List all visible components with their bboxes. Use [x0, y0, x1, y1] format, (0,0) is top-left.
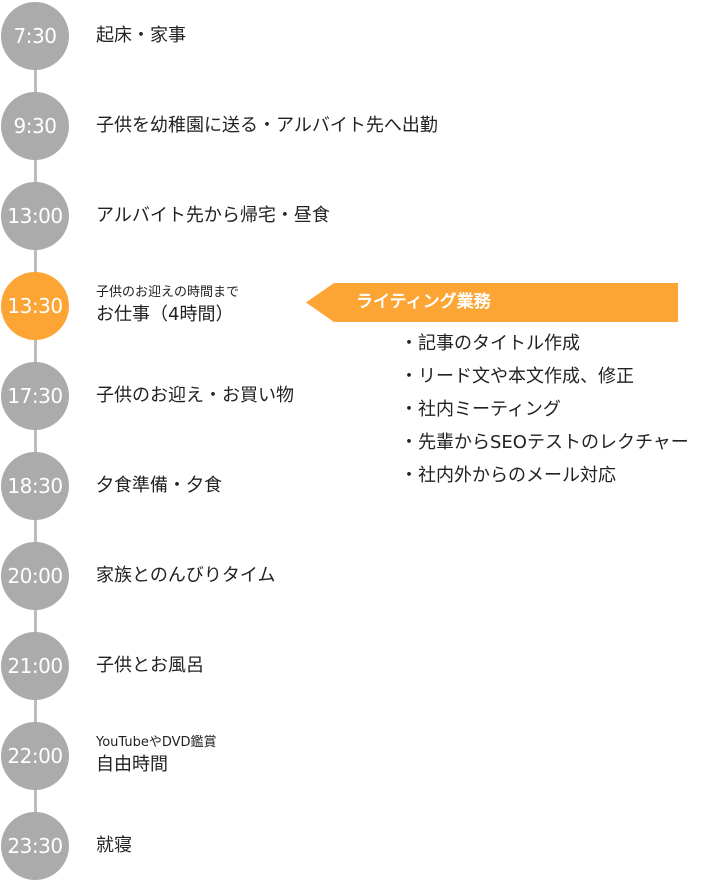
entry-label: お仕事（4時間） [96, 304, 234, 325]
time-circle-active: 13:30 [1, 272, 69, 340]
task-item: ・先輩からSEOテストのレクチャー [400, 432, 689, 453]
schedule-entry: アルバイト先から帰宅・昼食 [96, 205, 330, 227]
entry-label: アルバイト先から帰宅・昼食 [96, 205, 330, 226]
schedule-entry: 起床・家事 [96, 25, 186, 47]
entry-label: 家族とのんびりタイム [96, 565, 276, 586]
timeline-line [34, 36, 37, 846]
schedule-entry: 子供とお風呂 [96, 655, 204, 677]
schedule-entry: 家族とのんびりタイム [96, 565, 275, 587]
time-circle: 22:00 [1, 722, 69, 790]
schedule-entry: 子供のお迎え・お買い物 [96, 385, 294, 407]
schedule-entry: YouTubeやDVD鑑賞 自由時間 [96, 735, 217, 776]
entry-label: 夕食準備・夕食 [96, 475, 222, 496]
time-circle: 20:00 [1, 542, 69, 610]
schedule-entry: 就寝 [96, 835, 132, 857]
entry-sublabel: 子供のお迎えの時間まで [96, 285, 240, 300]
time-circle: 9:30 [1, 92, 69, 160]
task-item: ・記事のタイトル作成 [400, 333, 580, 354]
time-circle: 18:30 [1, 452, 69, 520]
entry-sublabel: YouTubeやDVD鑑賞 [96, 735, 217, 750]
entry-label: 子供を幼稚園に送る・アルバイト先へ出勤 [96, 115, 438, 136]
entry-label: 子供とお風呂 [96, 655, 204, 676]
schedule-entry: 子供のお迎えの時間まで お仕事（4時間） [96, 285, 239, 326]
task-list: ・記事のタイトル作成 ・リード文や本文作成、修正 ・社内ミーティング ・先輩から… [400, 327, 689, 492]
entry-label: 就寝 [96, 835, 132, 856]
task-item: ・リード文や本文作成、修正 [400, 366, 634, 387]
callout-shape [306, 283, 678, 322]
schedule-entry: 子供を幼稚園に送る・アルバイト先へ出勤 [96, 115, 438, 137]
time-circle: 21:00 [1, 632, 69, 700]
task-item: ・社内外からのメール対応 [400, 465, 616, 486]
time-circle: 7:30 [1, 2, 69, 70]
time-circle: 17:30 [1, 362, 69, 430]
entry-label: 起床・家事 [96, 25, 186, 46]
callout-label: ライティング業務 [356, 292, 491, 312]
schedule-entry: 夕食準備・夕食 [96, 475, 222, 497]
time-circle: 23:30 [1, 812, 69, 880]
entry-label: 子供のお迎え・お買い物 [96, 385, 294, 406]
entry-label: 自由時間 [96, 754, 168, 775]
task-item: ・社内ミーティング [400, 399, 561, 420]
work-callout: ライティング業務 [306, 283, 678, 322]
time-circle: 13:00 [1, 182, 69, 250]
